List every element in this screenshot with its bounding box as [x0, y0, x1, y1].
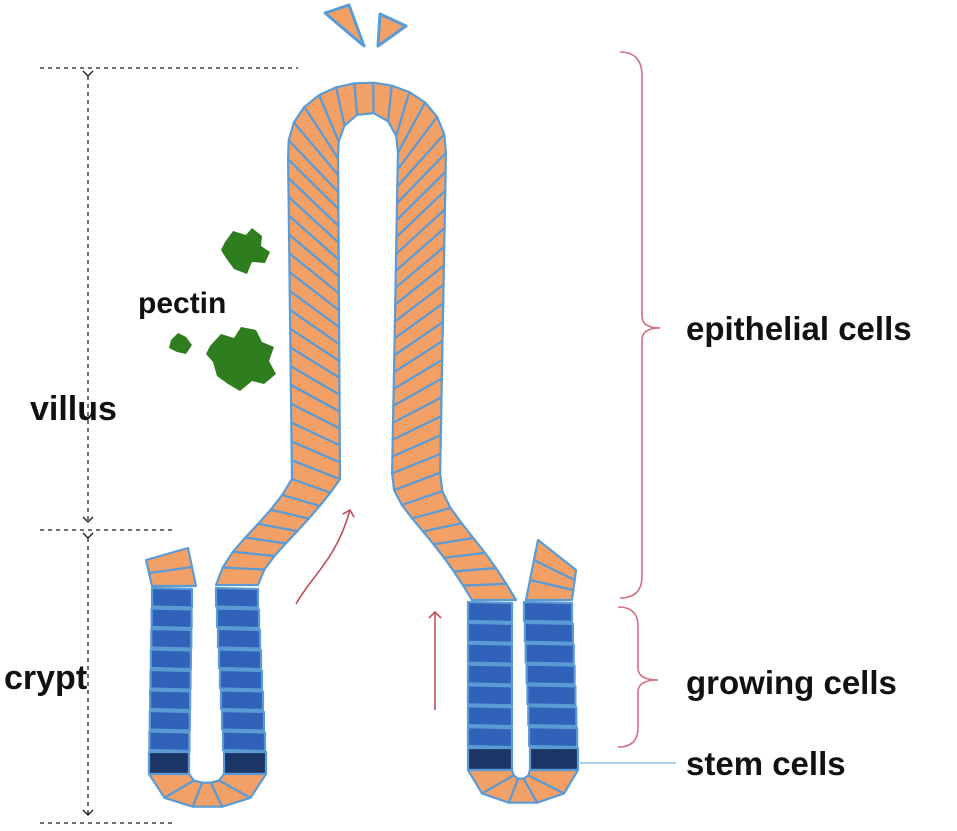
epithelial-cell	[527, 768, 580, 795]
growing-cell	[150, 607, 193, 630]
growing-cell	[216, 627, 262, 650]
growing-cell	[221, 730, 267, 753]
migration-arrows	[295, 508, 442, 710]
growing-cell	[215, 607, 261, 630]
brackets	[580, 51, 676, 764]
stem-cell	[222, 750, 268, 776]
cell-layer	[144, 81, 580, 808]
growing-cell	[220, 709, 266, 732]
growing-cell	[218, 668, 264, 691]
growing-cell	[466, 725, 514, 749]
shed-cell	[376, 12, 408, 48]
crypt-label: crypt	[4, 659, 87, 697]
migration-arrow-left	[295, 508, 355, 605]
pectin-particles	[169, 228, 276, 391]
growing-cell	[466, 663, 514, 686]
epithelial-cells-bracket	[619, 51, 661, 599]
stem-cell	[528, 746, 580, 772]
growing-cells-label: growing cells	[686, 664, 897, 701]
measurement-guides	[40, 67, 298, 824]
growing-cell	[466, 705, 514, 728]
stem-cell	[147, 750, 191, 776]
pectin-label: pectin	[138, 287, 226, 320]
growing-cell	[524, 642, 575, 665]
epithelial-cell	[452, 566, 508, 587]
growing-cell	[527, 725, 579, 749]
stem-cell	[466, 746, 514, 772]
growing-cell	[526, 684, 577, 707]
growing-cell	[466, 621, 514, 644]
villus-label: villus	[30, 390, 117, 428]
growing-cell	[466, 600, 514, 624]
growing-cell	[523, 621, 575, 644]
growing-cell	[219, 689, 265, 712]
pectin-blob	[169, 333, 192, 354]
epithelial-cells-label: epithelial cells	[686, 310, 912, 347]
growing-cell	[148, 709, 191, 732]
epithelial-cell	[144, 546, 194, 575]
growing-cell	[150, 627, 193, 650]
growing-cell	[217, 648, 263, 671]
stem-cells-label: stem cells	[686, 745, 846, 782]
pectin-blob	[221, 228, 270, 274]
growing-cell	[466, 642, 514, 665]
growing-cell	[527, 705, 578, 728]
pectin-blob	[206, 327, 276, 391]
epithelial-cell	[218, 772, 268, 799]
epithelial-cell	[353, 81, 375, 116]
epithelial-cell	[462, 582, 518, 602]
growing-cell	[149, 648, 192, 671]
shed-cells	[323, 3, 408, 48]
growing-cell	[522, 600, 574, 624]
shed-cell	[323, 3, 366, 48]
growing-cell	[466, 684, 514, 707]
growing-cell	[149, 668, 192, 691]
growing-cell	[150, 586, 194, 609]
growing-cells-bracket	[617, 606, 659, 748]
growing-cell	[525, 663, 576, 686]
growing-cell	[214, 586, 260, 609]
epithelial-cell	[532, 538, 578, 582]
growing-cell	[148, 730, 191, 753]
growing-cell	[149, 689, 192, 712]
